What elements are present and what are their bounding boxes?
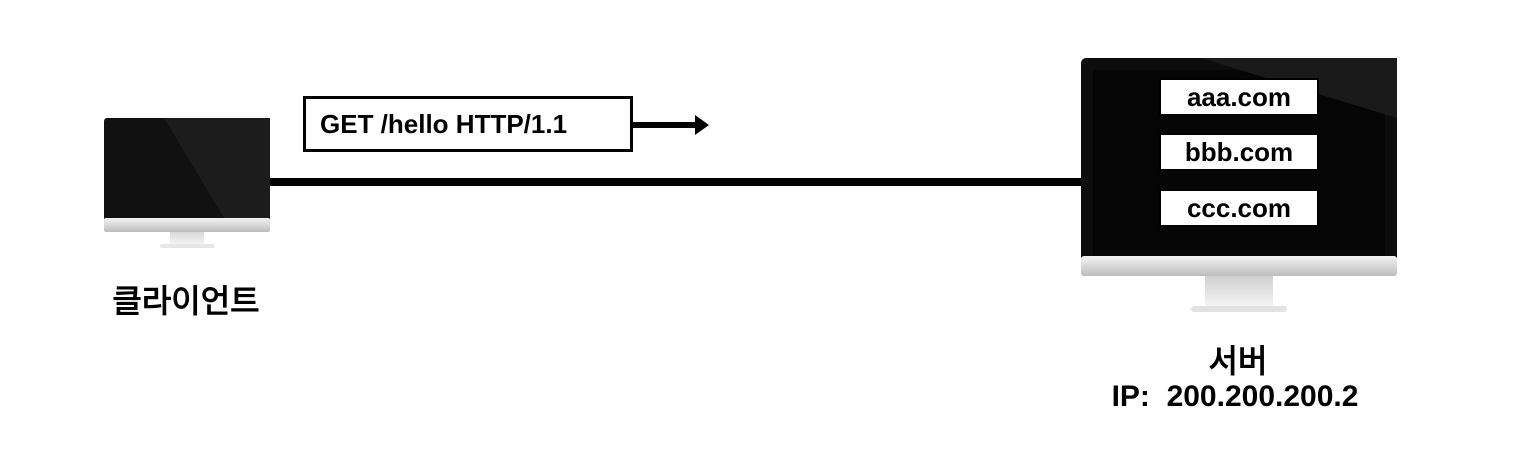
http-request-box: GET /hello HTTP/1.1: [303, 96, 633, 152]
domain-box-aaa: aaa.com: [1159, 78, 1319, 116]
client-monitor-icon: [104, 118, 270, 248]
domain-box-bbb: bbb.com: [1159, 133, 1319, 171]
server-ip-label: IP: 200.200.200.2: [1111, 380, 1359, 413]
connection-line: [225, 178, 1087, 186]
http-request-text: GET /hello HTTP/1.1: [320, 108, 568, 139]
domain-label: bbb.com: [1184, 136, 1294, 167]
arrow-right-icon: [633, 115, 709, 135]
domain-label: ccc.com: [1186, 192, 1292, 223]
domain-label: aaa.com: [1186, 81, 1292, 112]
client-label: 클라이언트: [112, 283, 260, 319]
domain-box-ccc: ccc.com: [1159, 189, 1319, 227]
server-label: 서버: [1208, 343, 1268, 379]
